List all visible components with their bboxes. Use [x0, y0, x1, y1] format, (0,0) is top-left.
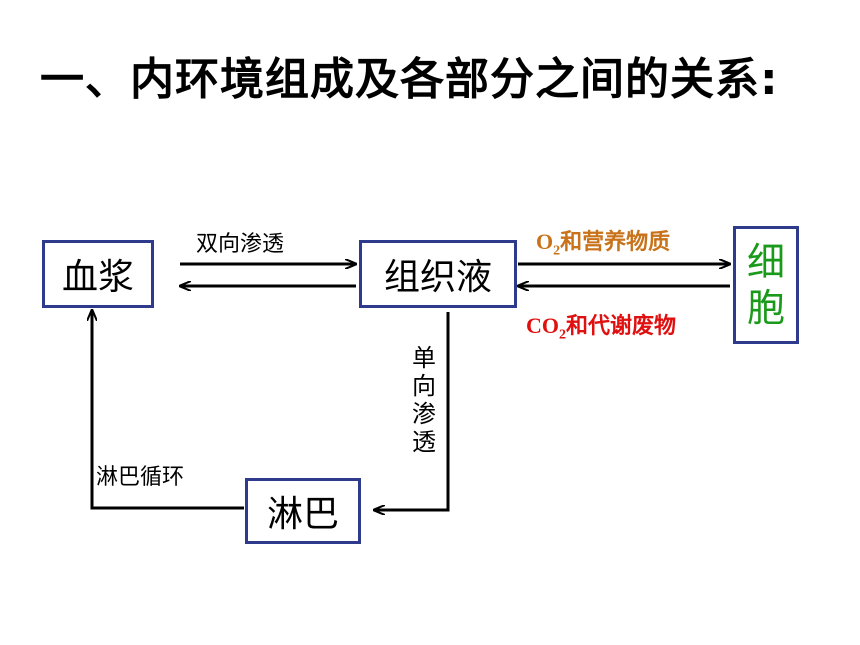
nutrient-label: O2和营养物质 [536, 224, 670, 259]
nutrient-formula: O [536, 229, 554, 254]
plasma-label: 血浆 [61, 257, 134, 298]
cell-label-char-1: 细 [746, 240, 785, 284]
page-title: 一、内环境组成及各部分之间的关系: [40, 54, 779, 105]
cell-box: 细 胞 [733, 226, 799, 344]
plasma-box: 血浆 [42, 240, 154, 308]
waste-text: 和代谢废物 [566, 313, 677, 338]
nutrient-formula-sub: 2 [553, 243, 561, 259]
unidirectional-osmosis-label: 单向渗透 [412, 344, 436, 456]
waste-formula: CO [526, 313, 559, 338]
arrow-tissue-to-lymph [374, 312, 450, 510]
lymph-box: 淋巴 [245, 478, 361, 544]
tissue-fluid-label: 组织液 [383, 257, 492, 298]
lymph-circulation-label: 淋巴循环 [96, 465, 185, 490]
lymph-label: 淋巴 [266, 494, 339, 535]
cell-label-char-2: 胞 [746, 286, 785, 330]
tissue-fluid-box: 组织液 [359, 240, 517, 308]
nutrient-text: 和营养物质 [560, 229, 671, 254]
waste-label: CO2和代谢废物 [526, 308, 676, 343]
waste-formula-sub: 2 [559, 327, 566, 343]
bidirectional-osmosis-label: 双向渗透 [196, 232, 285, 257]
arrow-lymph-to-plasma [92, 310, 244, 510]
